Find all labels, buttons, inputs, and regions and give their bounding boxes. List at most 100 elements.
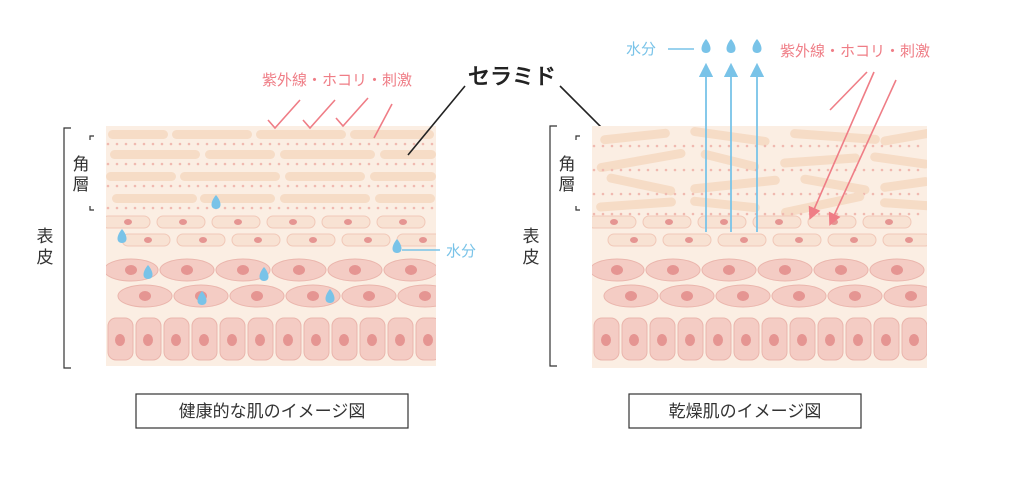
spinous-nucleus <box>681 291 693 301</box>
intercellular-lipid-dot <box>592 212 596 216</box>
intercellular-lipid-dot <box>916 192 920 196</box>
horny-cell <box>780 153 860 168</box>
intercellular-lipid-dot <box>205 184 209 188</box>
healthy-skin-layers <box>106 130 436 361</box>
intercellular-lipid-dot <box>421 206 425 210</box>
intercellular-lipid-dot <box>763 192 767 196</box>
intercellular-lipid-dot <box>601 144 605 148</box>
intercellular-lipid-dot <box>862 168 866 172</box>
dry-layer-bracket <box>549 125 580 367</box>
basal-nucleus <box>853 334 863 346</box>
intercellular-lipid-dot <box>169 142 173 146</box>
intercellular-lipid-dot <box>907 212 911 216</box>
intercellular-lipid-dot <box>826 212 830 216</box>
intercellular-lipid-dot <box>610 168 614 172</box>
intercellular-lipid-dot <box>295 142 299 146</box>
spinous-nucleus <box>779 265 791 275</box>
intercellular-lipid-dot <box>880 144 884 148</box>
intercellular-lipid-dot <box>826 144 830 148</box>
granular-nucleus <box>905 237 913 243</box>
horny-cell <box>600 128 670 145</box>
horny-cell <box>880 198 927 211</box>
spinous-nucleus <box>723 265 735 275</box>
granular-nucleus <box>199 237 207 243</box>
basal-nucleus <box>171 334 181 346</box>
spinous-nucleus <box>667 265 679 275</box>
horny-cell <box>780 192 865 217</box>
intercellular-lipid-dot <box>772 192 776 196</box>
dry-escaping-water-drops <box>701 39 762 53</box>
granular-nucleus <box>254 237 262 243</box>
basal-nucleus <box>423 334 433 346</box>
dry-skin-layers <box>592 127 927 361</box>
intercellular-lipid-dot <box>232 162 236 166</box>
basal-nucleus <box>713 334 723 346</box>
spinous-nucleus <box>125 265 137 275</box>
basal-nucleus <box>685 334 695 346</box>
intercellular-lipid-dot <box>808 144 812 148</box>
intercellular-lipid-dot <box>223 206 227 210</box>
intercellular-lipid-dot <box>412 206 416 210</box>
dry-water-label: 水分 <box>626 40 656 58</box>
intercellular-lipid-dot <box>421 184 425 188</box>
intercellular-lipid-dot <box>241 142 245 146</box>
intercellular-lipid-dot <box>790 212 794 216</box>
horny-cell <box>180 172 280 181</box>
intercellular-lipid-dot <box>223 162 227 166</box>
intercellular-lipid-dot <box>394 162 398 166</box>
intercellular-lipid-dot <box>655 168 659 172</box>
intercellular-lipid-dot <box>286 162 290 166</box>
intercellular-lipid-dot <box>781 212 785 216</box>
intercellular-lipid-dot <box>214 142 218 146</box>
intercellular-lipid-dot <box>178 206 182 210</box>
basal-nucleus <box>881 334 891 346</box>
intercellular-lipid-dot <box>322 142 326 146</box>
water-drop <box>197 291 207 305</box>
granular-nucleus <box>179 219 187 225</box>
intercellular-lipid-dot <box>430 162 434 166</box>
intercellular-lipid-dot <box>160 162 164 166</box>
intercellular-lipid-dot <box>889 168 893 172</box>
intercellular-lipid-dot <box>700 168 704 172</box>
intercellular-lipid-dot <box>232 206 236 210</box>
granular-nucleus <box>685 237 693 243</box>
healthy-irritant-blocked-marks <box>267 97 393 139</box>
intercellular-lipid-dot <box>286 206 290 210</box>
intercellular-lipid-dot <box>619 168 623 172</box>
intercellular-lipid-dot <box>619 192 623 196</box>
healthy-skin-panel <box>106 126 436 366</box>
spinous-nucleus <box>611 265 623 275</box>
intercellular-lipid-dot <box>673 144 677 148</box>
intercellular-lipid-dot <box>277 142 281 146</box>
intercellular-lipid-dot <box>835 168 839 172</box>
horny-cell <box>800 174 870 195</box>
dry-epidermis-label-2: 皮 <box>523 248 540 268</box>
intercellular-lipid-dot <box>205 162 209 166</box>
intercellular-lipid-dot <box>106 206 110 210</box>
intercellular-lipid-dot <box>907 144 911 148</box>
intercellular-lipid-dot <box>799 168 803 172</box>
horny-cell <box>880 177 927 192</box>
intercellular-lipid-dot <box>160 206 164 210</box>
intercellular-lipid-dot <box>772 144 776 148</box>
intercellular-lipid-dot <box>664 192 668 196</box>
dry-irritant-penetrating-arrows <box>808 71 897 226</box>
intercellular-lipid-dot <box>133 184 137 188</box>
intercellular-lipid-dot <box>421 142 425 146</box>
intercellular-lipid-dot <box>691 168 695 172</box>
intercellular-lipid-dot <box>376 184 380 188</box>
intercellular-lipid-dot <box>799 212 803 216</box>
intercellular-lipid-dot <box>736 144 740 148</box>
intercellular-lipid-dot <box>412 142 416 146</box>
intercellular-lipid-dot <box>637 192 641 196</box>
intercellular-lipid-dot <box>376 206 380 210</box>
intercellular-lipid-dot <box>772 212 776 216</box>
intercellular-lipid-dot <box>187 184 191 188</box>
intercellular-lipid-dot <box>259 142 263 146</box>
intercellular-lipid-dot <box>682 168 686 172</box>
intercellular-lipid-dot <box>133 206 137 210</box>
intercellular-lipid-dot <box>349 206 353 210</box>
intercellular-lipid-dot <box>898 144 902 148</box>
intercellular-lipid-dot <box>736 212 740 216</box>
escaping-water-drop <box>726 39 736 53</box>
